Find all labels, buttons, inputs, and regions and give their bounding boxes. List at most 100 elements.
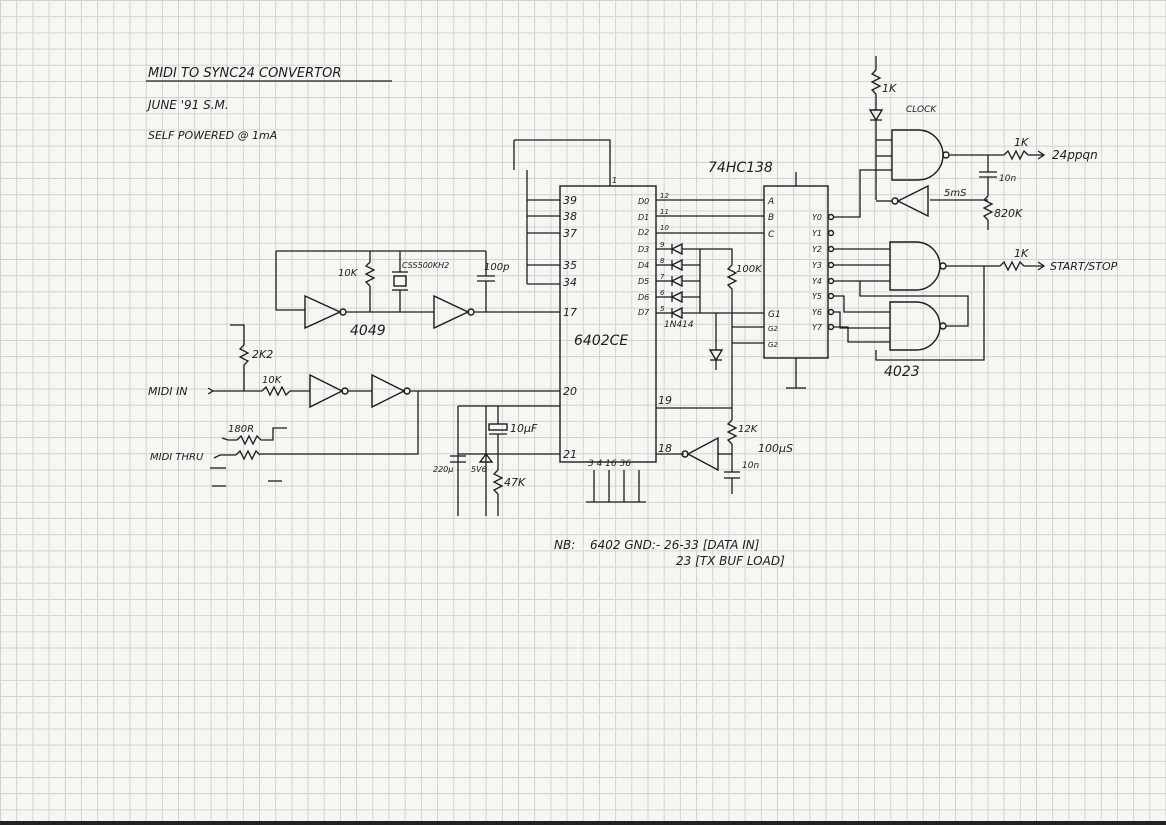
midi-thru-label: MIDI THRU xyxy=(150,452,204,463)
decoder-pin-g2a: G2 xyxy=(768,325,778,333)
start-nand-gate xyxy=(889,241,941,291)
start-stop-section: 1K START/STOP 4023 xyxy=(834,241,1118,380)
uart-pin-d4: D4 xyxy=(638,261,649,270)
thru-resistor-label: 180R xyxy=(228,424,254,435)
input-resistor-label: 10K xyxy=(262,375,283,386)
schematic-title: MIDI TO SYNC24 CONVERTOR xyxy=(148,66,341,81)
output-24ppqn-label: 24ppqn xyxy=(1052,148,1098,162)
uart-pin-18: 18 xyxy=(658,442,672,455)
resistor-820k-label: 820K xyxy=(994,207,1023,220)
uart-pin-12: 12 xyxy=(660,192,669,200)
decoder-pin-y3: Y3 xyxy=(812,261,822,270)
cap-220u-label: 220μ xyxy=(433,465,453,474)
data-bus: 1N414 100K xyxy=(656,199,764,409)
input-inverter-1 xyxy=(309,373,344,409)
cap-10uf-label: 10μF xyxy=(510,422,538,435)
cap-10uf xyxy=(488,423,508,431)
uart-pin-37: 37 xyxy=(563,227,577,240)
decoder-pin-c: C xyxy=(768,230,775,240)
start-stop-label: START/STOP xyxy=(1050,260,1118,273)
thru-resistor-180r xyxy=(236,434,262,446)
resistor-47k-label: 47K xyxy=(504,476,526,489)
uart-pin-8: 8 xyxy=(660,257,665,265)
decoder-74hc138: 74HC138 A B C G1 G2 G2 Y0 Y1 Y2 Y3 Y4 Y5… xyxy=(708,160,835,389)
notes: NB: 6402 GND:- 26-33 [DATA IN] 23 [TX BU… xyxy=(554,538,785,568)
crystal-label: CSS500KH2 xyxy=(402,261,449,270)
uart-pin-39: 39 xyxy=(563,194,577,207)
decoder-pin-y0: Y0 xyxy=(812,213,822,222)
uart-pin-11: 11 xyxy=(660,208,669,216)
zener-diode xyxy=(478,452,494,463)
date-line: JUNE '91 S.M. xyxy=(146,98,229,112)
uart-pin-6: 6 xyxy=(660,289,665,297)
resistor-12k-label: 12K xyxy=(738,424,759,435)
decoder-pin-y5: Y5 xyxy=(812,292,822,301)
osc-cap-label: 100p xyxy=(484,262,509,273)
resistor-2k2-label: 2K2 xyxy=(252,348,273,361)
osc-inverter-1 xyxy=(304,294,342,330)
decoder-pin-y7: Y7 xyxy=(812,323,823,332)
decoder-pin-y2: Y2 xyxy=(812,245,822,254)
oscillator-section: 10K CSS500KH2 100p 4049 xyxy=(275,250,560,339)
resistor-100k-label: 100K xyxy=(736,264,763,275)
power-note: SELF POWERED @ 1mA xyxy=(148,129,277,142)
uart-label: 6402CE xyxy=(574,333,628,349)
clock-feedback-inverter xyxy=(896,184,929,218)
monostable-cap-label: 10n xyxy=(742,461,759,471)
clock-led xyxy=(868,109,884,122)
uart-pin-d0: D0 xyxy=(638,197,649,206)
midi-in-label: MIDI IN xyxy=(148,385,187,398)
nand-ic-label: 4023 xyxy=(884,364,920,380)
uart-pin-d3: D3 xyxy=(638,245,649,254)
clock-output-section: 1K CLOCK 1K 24ppqn 10n 820K 5mS xyxy=(834,56,1098,230)
decoder-label: 74HC138 xyxy=(708,160,773,176)
note-nb: NB: xyxy=(554,538,575,552)
uart-pin-19: 19 xyxy=(658,394,672,407)
clock-led-label: CLOCK xyxy=(906,105,937,115)
osc-resistor-label: 10K xyxy=(338,268,359,279)
uart-pin-d6: D6 xyxy=(638,293,649,302)
note-line-1: 6402 GND:- 26-33 [DATA IN] xyxy=(590,538,760,552)
monostable-section: 12K 100μS 10n xyxy=(656,408,793,494)
decoder-pin-y4: Y4 xyxy=(812,277,822,286)
clock-output-resistor xyxy=(1003,149,1029,161)
resistor-2k2 xyxy=(238,344,250,366)
uart-pin-17: 17 xyxy=(563,306,577,319)
uart-pin-1: 1 xyxy=(612,176,617,185)
decoder-pin-y1: Y1 xyxy=(812,229,822,238)
clock-nand-gate xyxy=(891,129,944,181)
resistor-47k xyxy=(492,469,504,495)
decoder-pin-y6: Y6 xyxy=(812,308,822,317)
uart-pin-5: 5 xyxy=(660,305,665,313)
uart-pin-7: 7 xyxy=(660,273,665,281)
uart-pin-d1: D1 xyxy=(638,213,649,222)
scan-edge xyxy=(0,821,1166,825)
uart-body xyxy=(559,185,657,463)
decoder-pin-b: B xyxy=(768,213,774,223)
diode-array xyxy=(670,242,683,320)
osc-resistor-10k xyxy=(364,261,376,287)
input-inverter-2 xyxy=(371,373,406,409)
monostable-time-label: 100μS xyxy=(758,442,793,455)
power-section: 10μF 220μ 5V6 47K xyxy=(433,405,560,516)
uart-pin-9: 9 xyxy=(660,241,665,249)
diode-label: 1N414 xyxy=(664,320,694,330)
uart-pin-10: 10 xyxy=(660,224,669,232)
resistor-12k xyxy=(726,419,738,445)
decoder-pin-g2b: G2 xyxy=(768,341,778,349)
zener-label: 5V6 xyxy=(471,465,487,474)
stop-nand-gate xyxy=(889,301,941,351)
start-stop-resistor xyxy=(999,260,1025,272)
note-line-2: 23 [TX BUF LOAD] xyxy=(676,554,785,568)
osc-ic-label: 4049 xyxy=(350,323,386,339)
uart-pin-20: 20 xyxy=(563,385,577,398)
resistor-100k xyxy=(726,264,738,290)
uart-pin-d2: D2 xyxy=(638,228,649,237)
uart-pin-21: 21 xyxy=(563,448,577,461)
start-stop-resistor-label: 1K xyxy=(1014,247,1029,260)
uart-pin-34: 34 xyxy=(563,276,577,289)
led-resistor-label: 1K xyxy=(882,82,897,95)
clock-output-resistor-label: 1K xyxy=(1014,136,1029,149)
midi-in-section: 2K2 MIDI IN 10K MIDI THRU 180R xyxy=(148,324,560,487)
